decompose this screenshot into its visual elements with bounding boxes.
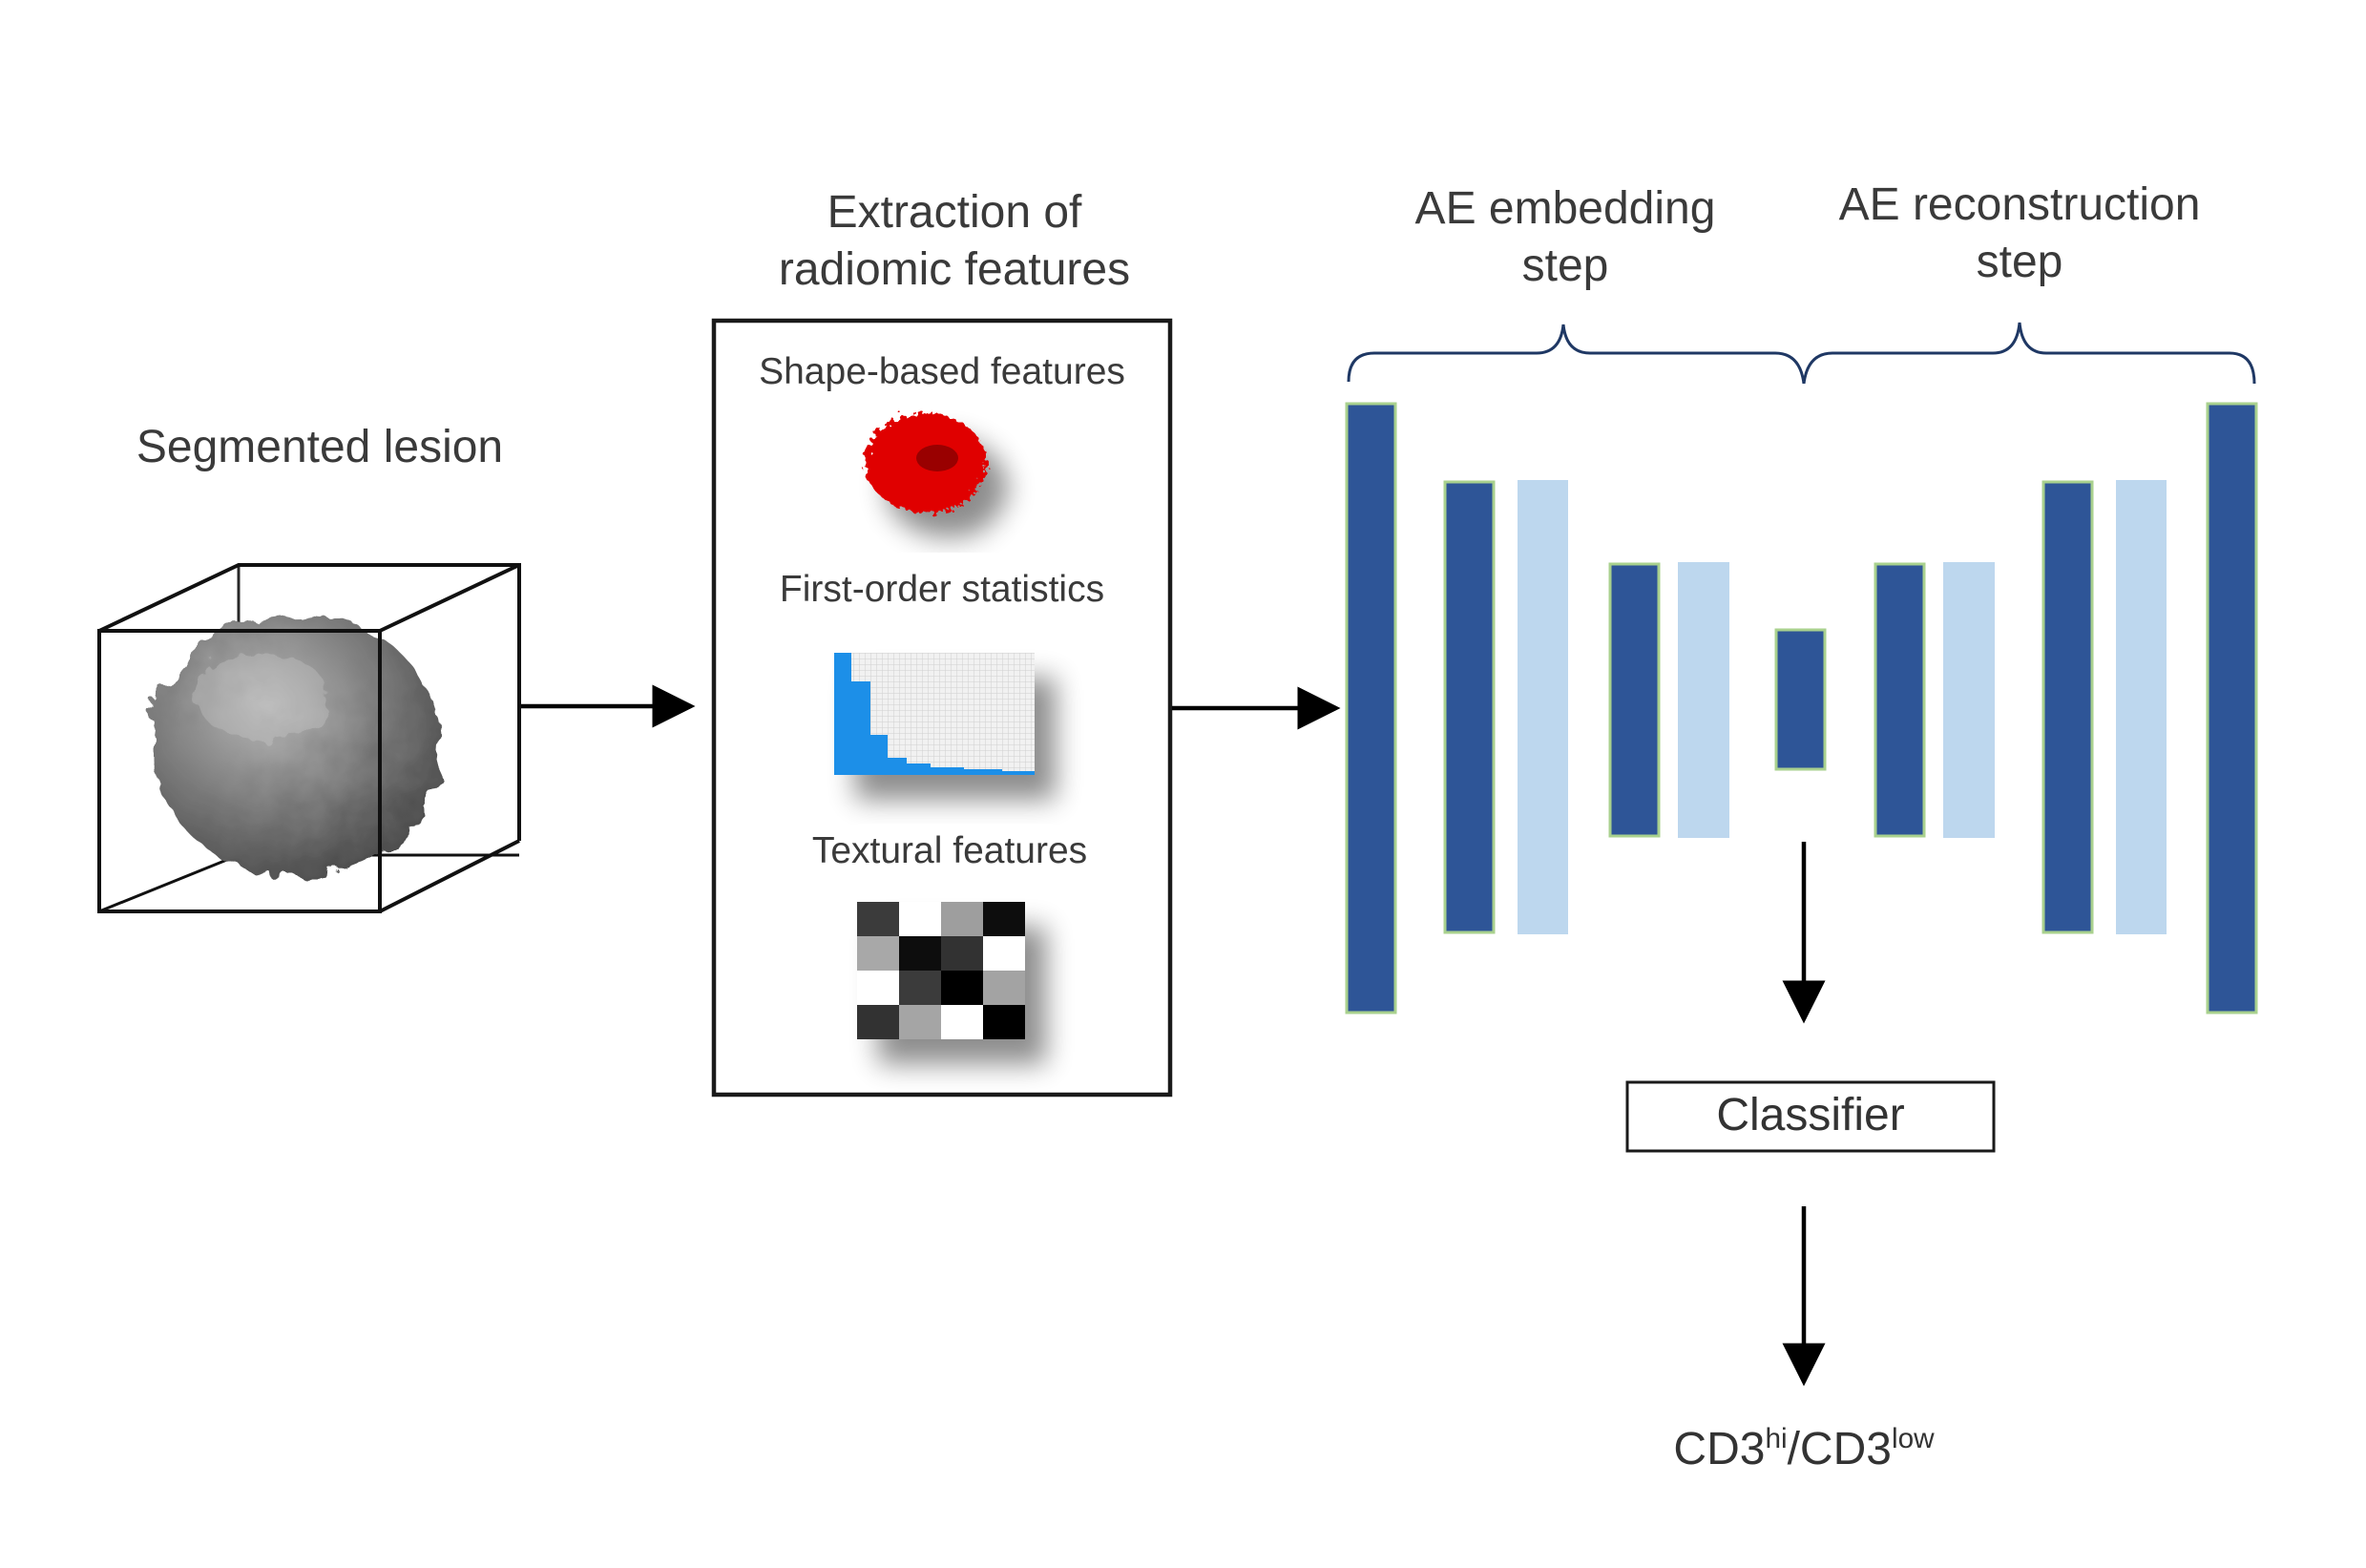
output-sup2: low <box>1891 1423 1935 1454</box>
output-part1: CD3 <box>1673 1424 1766 1474</box>
ae-reconstruction-line1: AE reconstruction <box>1838 179 2201 230</box>
brace-embedding <box>1347 324 1806 385</box>
output-label: CD3hi/CD3low <box>1565 1422 2042 1478</box>
ae-reconstruction-line2: step <box>1976 237 2063 287</box>
first-order-label: First-order statistics <box>779 569 1105 610</box>
textural-features-label: Textural features <box>811 830 1088 871</box>
lesion-blob-icon <box>151 613 441 876</box>
cube-top-right-edge <box>379 563 520 633</box>
latent-layer <box>1774 628 1827 771</box>
cube-front-face <box>97 629 382 913</box>
extraction-title-line2: radiomic features <box>778 244 1131 295</box>
lesion-title: Segmented lesion <box>136 422 504 472</box>
ae-embedding-line2: step <box>1521 240 1609 291</box>
classifier-box <box>1625 1080 1996 1153</box>
encoder-layer-3 <box>1608 562 1661 838</box>
output-part2: /CD3 <box>1787 1424 1892 1474</box>
extraction-title-line1: Extraction of <box>827 187 1082 238</box>
cube-back-edges <box>98 563 521 841</box>
decoder-layer-3 <box>2206 402 2258 1014</box>
texture-matrix-icon <box>857 902 1025 1039</box>
ae-embedding-line1: AE embedding <box>1414 183 1716 234</box>
histogram-icon <box>834 653 1035 775</box>
encoder-layer-1 <box>1345 402 1397 1014</box>
brace-reconstruction <box>1802 322 2256 385</box>
decoder-layer-2 <box>2041 480 2094 934</box>
shape-features-label: Shape-based features <box>759 351 1125 392</box>
ae-layers <box>1345 402 2258 1014</box>
decoder-dropout-1 <box>1943 562 1995 838</box>
red-voxel-blob-icon <box>865 413 987 512</box>
decoder-dropout-2 <box>2116 480 2167 934</box>
decoder-layer-1 <box>1874 562 1926 838</box>
cube-bottom-right-edge <box>379 839 520 913</box>
classifier-label: Classifier <box>1716 1090 1905 1140</box>
output-sup1: hi <box>1765 1423 1788 1454</box>
encoder-dropout-2 <box>1518 480 1568 934</box>
encoder-layer-2 <box>1443 480 1496 934</box>
encoder-dropout-3 <box>1678 562 1729 838</box>
lesion-cube-front <box>97 563 520 913</box>
cube-hidden-edge-2 <box>98 853 240 913</box>
